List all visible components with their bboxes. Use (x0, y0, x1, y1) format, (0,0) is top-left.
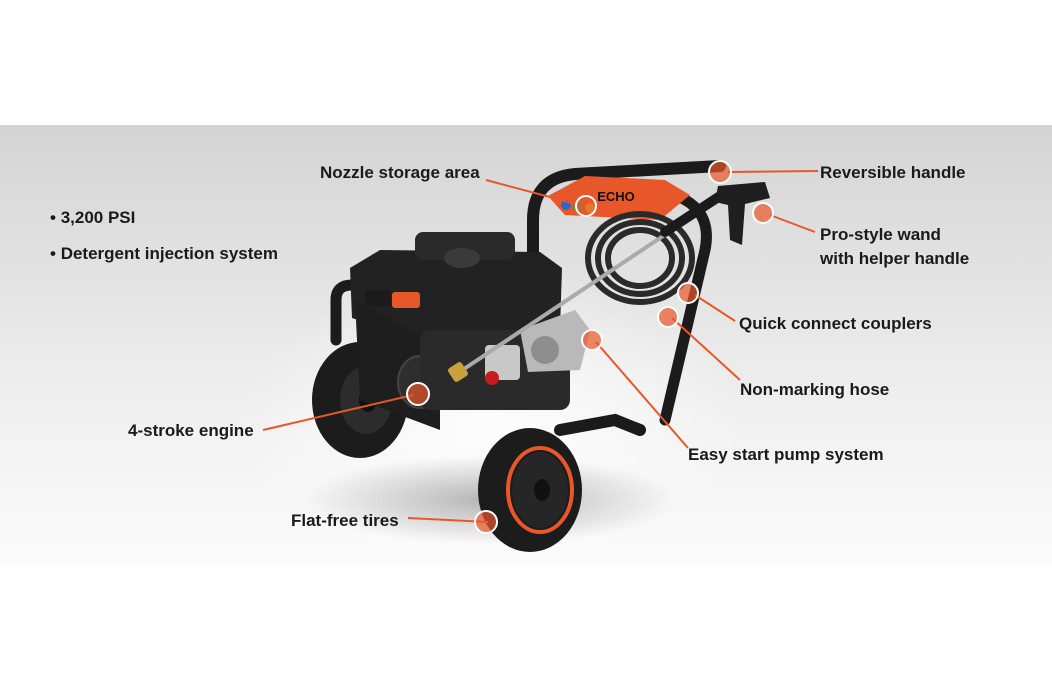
feature-item-detergent: • Detergent injection system (50, 244, 278, 263)
feature-psi-text: 3,200 PSI (60, 208, 136, 227)
dot-easy-start (581, 329, 603, 351)
hose-coil (585, 211, 695, 305)
dot-quick-connect (677, 282, 699, 304)
dot-four-stroke (406, 382, 430, 406)
label-reversible-handle: Reversible handle (820, 163, 966, 182)
label-pro-style-wand: Pro-style wand (820, 225, 941, 244)
feature-item-psi: • 3,200 PSI (50, 208, 136, 227)
label-flat-free: Flat-free tires (291, 511, 399, 530)
feature-list: • 3,200 PSI • Detergent injection system (50, 208, 278, 280)
right-wheel (478, 428, 582, 552)
label-quick-connect: Quick connect couplers (739, 314, 932, 333)
label-easy-start: Easy start pump system (688, 445, 884, 464)
dot-reversible-handle (708, 160, 732, 184)
label-four-stroke: 4-stroke engine (128, 421, 254, 440)
dot-non-marking-hose (657, 306, 679, 328)
callout-dots (406, 160, 774, 534)
label-pro-style-wand-sub: with helper handle (820, 249, 970, 268)
dot-pro-style-wand (752, 202, 774, 224)
dot-flat-free (474, 510, 498, 534)
brand-logo-text: ECHO (597, 189, 635, 204)
label-nozzle-storage: Nozzle storage area (320, 163, 480, 182)
feature-detergent-text: Detergent injection system (60, 244, 278, 263)
dot-nozzle-storage (575, 195, 597, 217)
label-non-marking-hose: Non-marking hose (740, 380, 890, 399)
pump (520, 310, 590, 372)
spray-wand (448, 182, 770, 382)
